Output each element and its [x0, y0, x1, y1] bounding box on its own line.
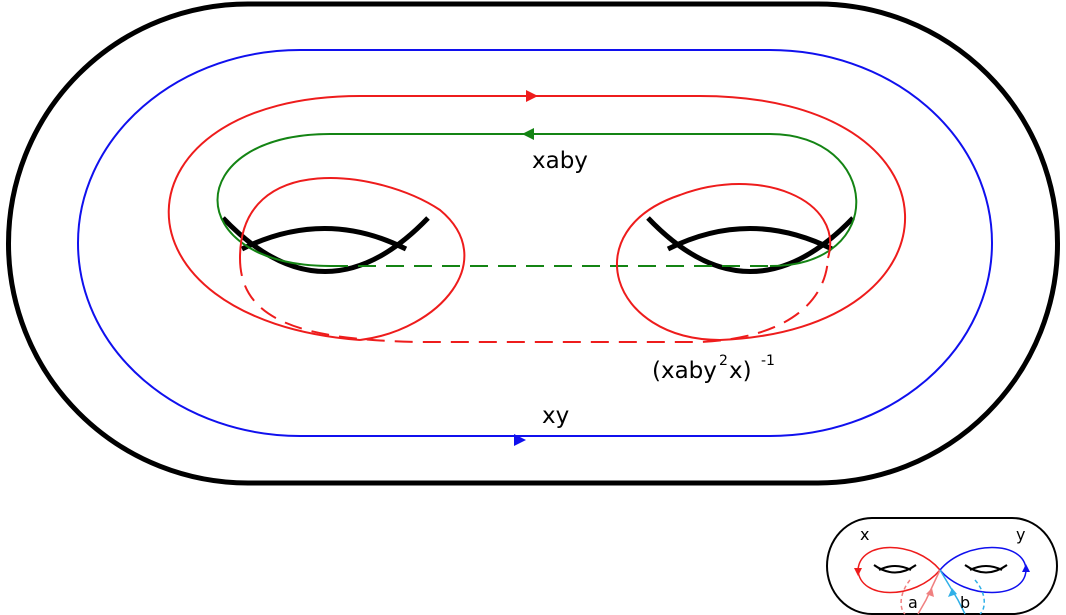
green-loop-xaby-left	[216, 133, 331, 267]
inset-outline	[826, 517, 1058, 615]
inset-right-hole	[964, 564, 1008, 574]
inset-loop-b	[939, 569, 966, 615]
inset-y-arrow	[1022, 564, 1030, 572]
label-xy: xy	[542, 403, 569, 429]
label-red-base: (xaby	[652, 358, 717, 384]
left-hole-lower-arc	[240, 226, 408, 252]
red-dashed-back	[239, 257, 829, 343]
left-hole-upper-arc	[221, 216, 430, 274]
inset-b-arrow	[948, 588, 957, 597]
red-left-small-loop	[239, 177, 466, 341]
red-outer-loop	[167, 95, 906, 341]
right-hole-lower-arc	[666, 226, 834, 252]
inset-loop-x	[857, 546, 941, 594]
inset-loop-a-dashed	[900, 579, 911, 615]
label-red-inv: -1	[761, 353, 775, 369]
label-xaby: xaby	[532, 148, 588, 174]
inset-loop-a	[917, 569, 941, 615]
inset-left-hole	[873, 564, 917, 574]
main-surface: xaby xy (xaby 2 x) -1	[6, 1, 1060, 486]
inset-a-arrow	[926, 588, 934, 597]
inset-label-a: a	[908, 593, 918, 612]
label-red-loop: (xaby 2 x) -1	[652, 353, 775, 384]
inset-surface: x y a b	[826, 517, 1058, 615]
blue-loop-xy	[77, 49, 993, 437]
inset-loop-b-dashed	[974, 579, 985, 615]
green-loop-arrow	[522, 128, 534, 140]
inset-label-x: x	[860, 525, 869, 544]
green-loop-xaby	[330, 133, 858, 267]
inset-label-y: y	[1016, 525, 1025, 544]
inset-loop-y	[939, 546, 1027, 594]
right-hole-upper-arc	[646, 216, 855, 274]
inset-label-b: b	[960, 593, 970, 612]
label-red-mid: x)	[729, 358, 752, 384]
left-hole	[221, 216, 430, 274]
label-red-exp: 2	[719, 353, 728, 369]
inset-x-arrow	[854, 568, 862, 576]
red-loop-arrow	[526, 90, 538, 102]
red-right-small-loop	[615, 183, 832, 341]
right-hole	[646, 216, 855, 274]
blue-loop-arrow	[514, 434, 526, 446]
surface-outline	[6, 1, 1060, 486]
